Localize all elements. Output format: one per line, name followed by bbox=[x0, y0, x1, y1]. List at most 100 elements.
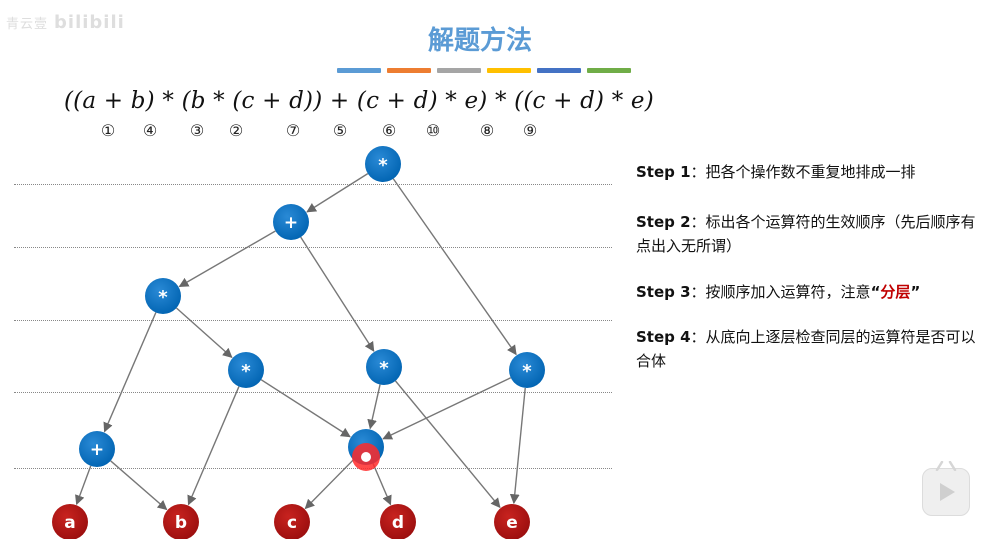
nodes: * + * * * * + a b c d e bbox=[52, 146, 545, 539]
expression: ((a + b) * (b * (c + d)) + (c + d) * e) … bbox=[64, 88, 654, 114]
edge-n8-ld bbox=[372, 463, 392, 506]
edge-n6-n8 bbox=[382, 377, 512, 440]
node-circle bbox=[274, 504, 310, 539]
step-2-text: ：标出各个运算符的生效顺序（先后顺序有点出入无所谓） bbox=[636, 213, 976, 255]
order-mark: ① bbox=[100, 121, 116, 140]
edge-n7-lb bbox=[110, 460, 168, 511]
edges bbox=[75, 173, 526, 511]
edge-n4-n8 bbox=[260, 379, 351, 438]
layer-separator-line bbox=[14, 247, 612, 248]
node-label: * bbox=[241, 361, 251, 382]
node-circle bbox=[145, 278, 181, 314]
pointer-cursor-center bbox=[361, 452, 371, 462]
step-3-highlight: 分层 bbox=[880, 283, 911, 301]
step-2: Step 2：标出各个运算符的生效顺序（先后顺序有点出入无所谓） bbox=[636, 210, 976, 258]
node-circle bbox=[494, 504, 530, 539]
node-circle bbox=[52, 504, 88, 539]
node-label: d bbox=[392, 513, 404, 533]
operator-node: + bbox=[273, 204, 309, 240]
color-bar-segment bbox=[387, 68, 431, 73]
order-mark: ④ bbox=[142, 121, 158, 140]
node-circle bbox=[509, 352, 545, 388]
operator-node: * bbox=[365, 146, 401, 182]
step-4-text: ：从底向上逐层检查同层的运算符是否可以合体 bbox=[636, 328, 976, 370]
node-label: + bbox=[90, 440, 104, 460]
node-circle bbox=[273, 204, 309, 240]
node-circle bbox=[365, 146, 401, 182]
order-mark: ③ bbox=[189, 121, 205, 140]
step-3: Step 3：按顺序加入运算符，注意“分层” bbox=[636, 280, 976, 304]
operator-node: * bbox=[145, 278, 181, 314]
operator-node: * bbox=[509, 352, 545, 388]
edge-n6-le bbox=[509, 387, 526, 505]
order-mark: ② bbox=[228, 121, 244, 140]
order-mark: ⑥ bbox=[381, 121, 397, 140]
color-bar-segment bbox=[537, 68, 581, 73]
edge-n4-lb bbox=[187, 386, 240, 506]
color-bar-segment bbox=[487, 68, 531, 73]
operand-node-b: b bbox=[163, 504, 199, 539]
step-3-text: ：按顺序加入运算符，注意 bbox=[690, 283, 871, 301]
node-label: * bbox=[522, 361, 532, 382]
order-mark: ⑤ bbox=[332, 121, 348, 140]
node-label: c bbox=[287, 513, 297, 533]
edge-n5-le bbox=[394, 380, 501, 509]
node-label: * bbox=[158, 287, 168, 308]
step-1: Step 1：把各个操作数不重复地排成一排 bbox=[636, 160, 976, 184]
step-4: Step 4：从底向上逐层检查同层的运算符是否可以合体 bbox=[636, 325, 976, 373]
edge-n2-n3 bbox=[178, 230, 276, 288]
edge-n7-la bbox=[75, 465, 92, 506]
node-circle bbox=[163, 504, 199, 539]
step-3-quote-open: “ bbox=[870, 283, 881, 301]
operand-node-d: d bbox=[380, 504, 416, 539]
edge-n3-n4 bbox=[175, 307, 233, 359]
node-circle bbox=[380, 504, 416, 539]
node-label: b bbox=[175, 513, 187, 533]
bilibili-logo: bilibili bbox=[54, 12, 125, 33]
slide-title: 解题方法 bbox=[427, 26, 532, 56]
step-4-label: Step 4 bbox=[636, 328, 691, 346]
order-mark: ⑧ bbox=[479, 121, 495, 140]
play-button[interactable] bbox=[922, 461, 970, 516]
color-bar-segment bbox=[437, 68, 481, 73]
operator-node: + bbox=[79, 431, 115, 467]
step-1-text: ：把各个操作数不重复地排成一排 bbox=[690, 163, 916, 181]
node-label: a bbox=[64, 513, 75, 533]
order-mark: ⑩ bbox=[425, 121, 441, 140]
color-bar-segment bbox=[337, 68, 381, 73]
operator-node: * bbox=[366, 349, 402, 385]
edge-n3-n7 bbox=[103, 312, 157, 433]
node-circle bbox=[79, 431, 115, 467]
order-mark: ⑨ bbox=[522, 121, 538, 140]
node-circle bbox=[366, 349, 402, 385]
edge-n1-n2 bbox=[306, 173, 369, 213]
step-2-label: Step 2 bbox=[636, 213, 691, 231]
edge-n2-n5 bbox=[300, 236, 375, 352]
edge-n8-lc bbox=[304, 459, 354, 510]
operand-node-e: e bbox=[494, 504, 530, 539]
layer-separator-line bbox=[14, 320, 612, 321]
step-1-label: Step 1 bbox=[636, 163, 691, 181]
step-3-label: Step 3 bbox=[636, 283, 691, 301]
operand-node-c: c bbox=[274, 504, 310, 539]
edge-n5-n8 bbox=[367, 384, 381, 430]
color-bar-segment bbox=[587, 68, 631, 73]
node-label: * bbox=[378, 155, 388, 176]
operator-node: * bbox=[228, 352, 264, 388]
layer-separator-line bbox=[14, 184, 612, 185]
node-label: * bbox=[379, 358, 389, 379]
edge-n1-n6 bbox=[392, 178, 517, 356]
tv-ears-icon bbox=[935, 461, 957, 471]
node-circle bbox=[228, 352, 264, 388]
layer-separator-line bbox=[14, 468, 612, 469]
order-mark: ⑦ bbox=[285, 121, 301, 140]
node-label: + bbox=[284, 213, 298, 233]
step-3-quote-close: ” bbox=[910, 283, 921, 301]
layer-separator-line bbox=[14, 392, 612, 393]
play-icon bbox=[940, 483, 955, 501]
node-label: e bbox=[506, 513, 518, 533]
operand-node-a: a bbox=[52, 504, 88, 539]
title-color-bar bbox=[337, 68, 631, 73]
